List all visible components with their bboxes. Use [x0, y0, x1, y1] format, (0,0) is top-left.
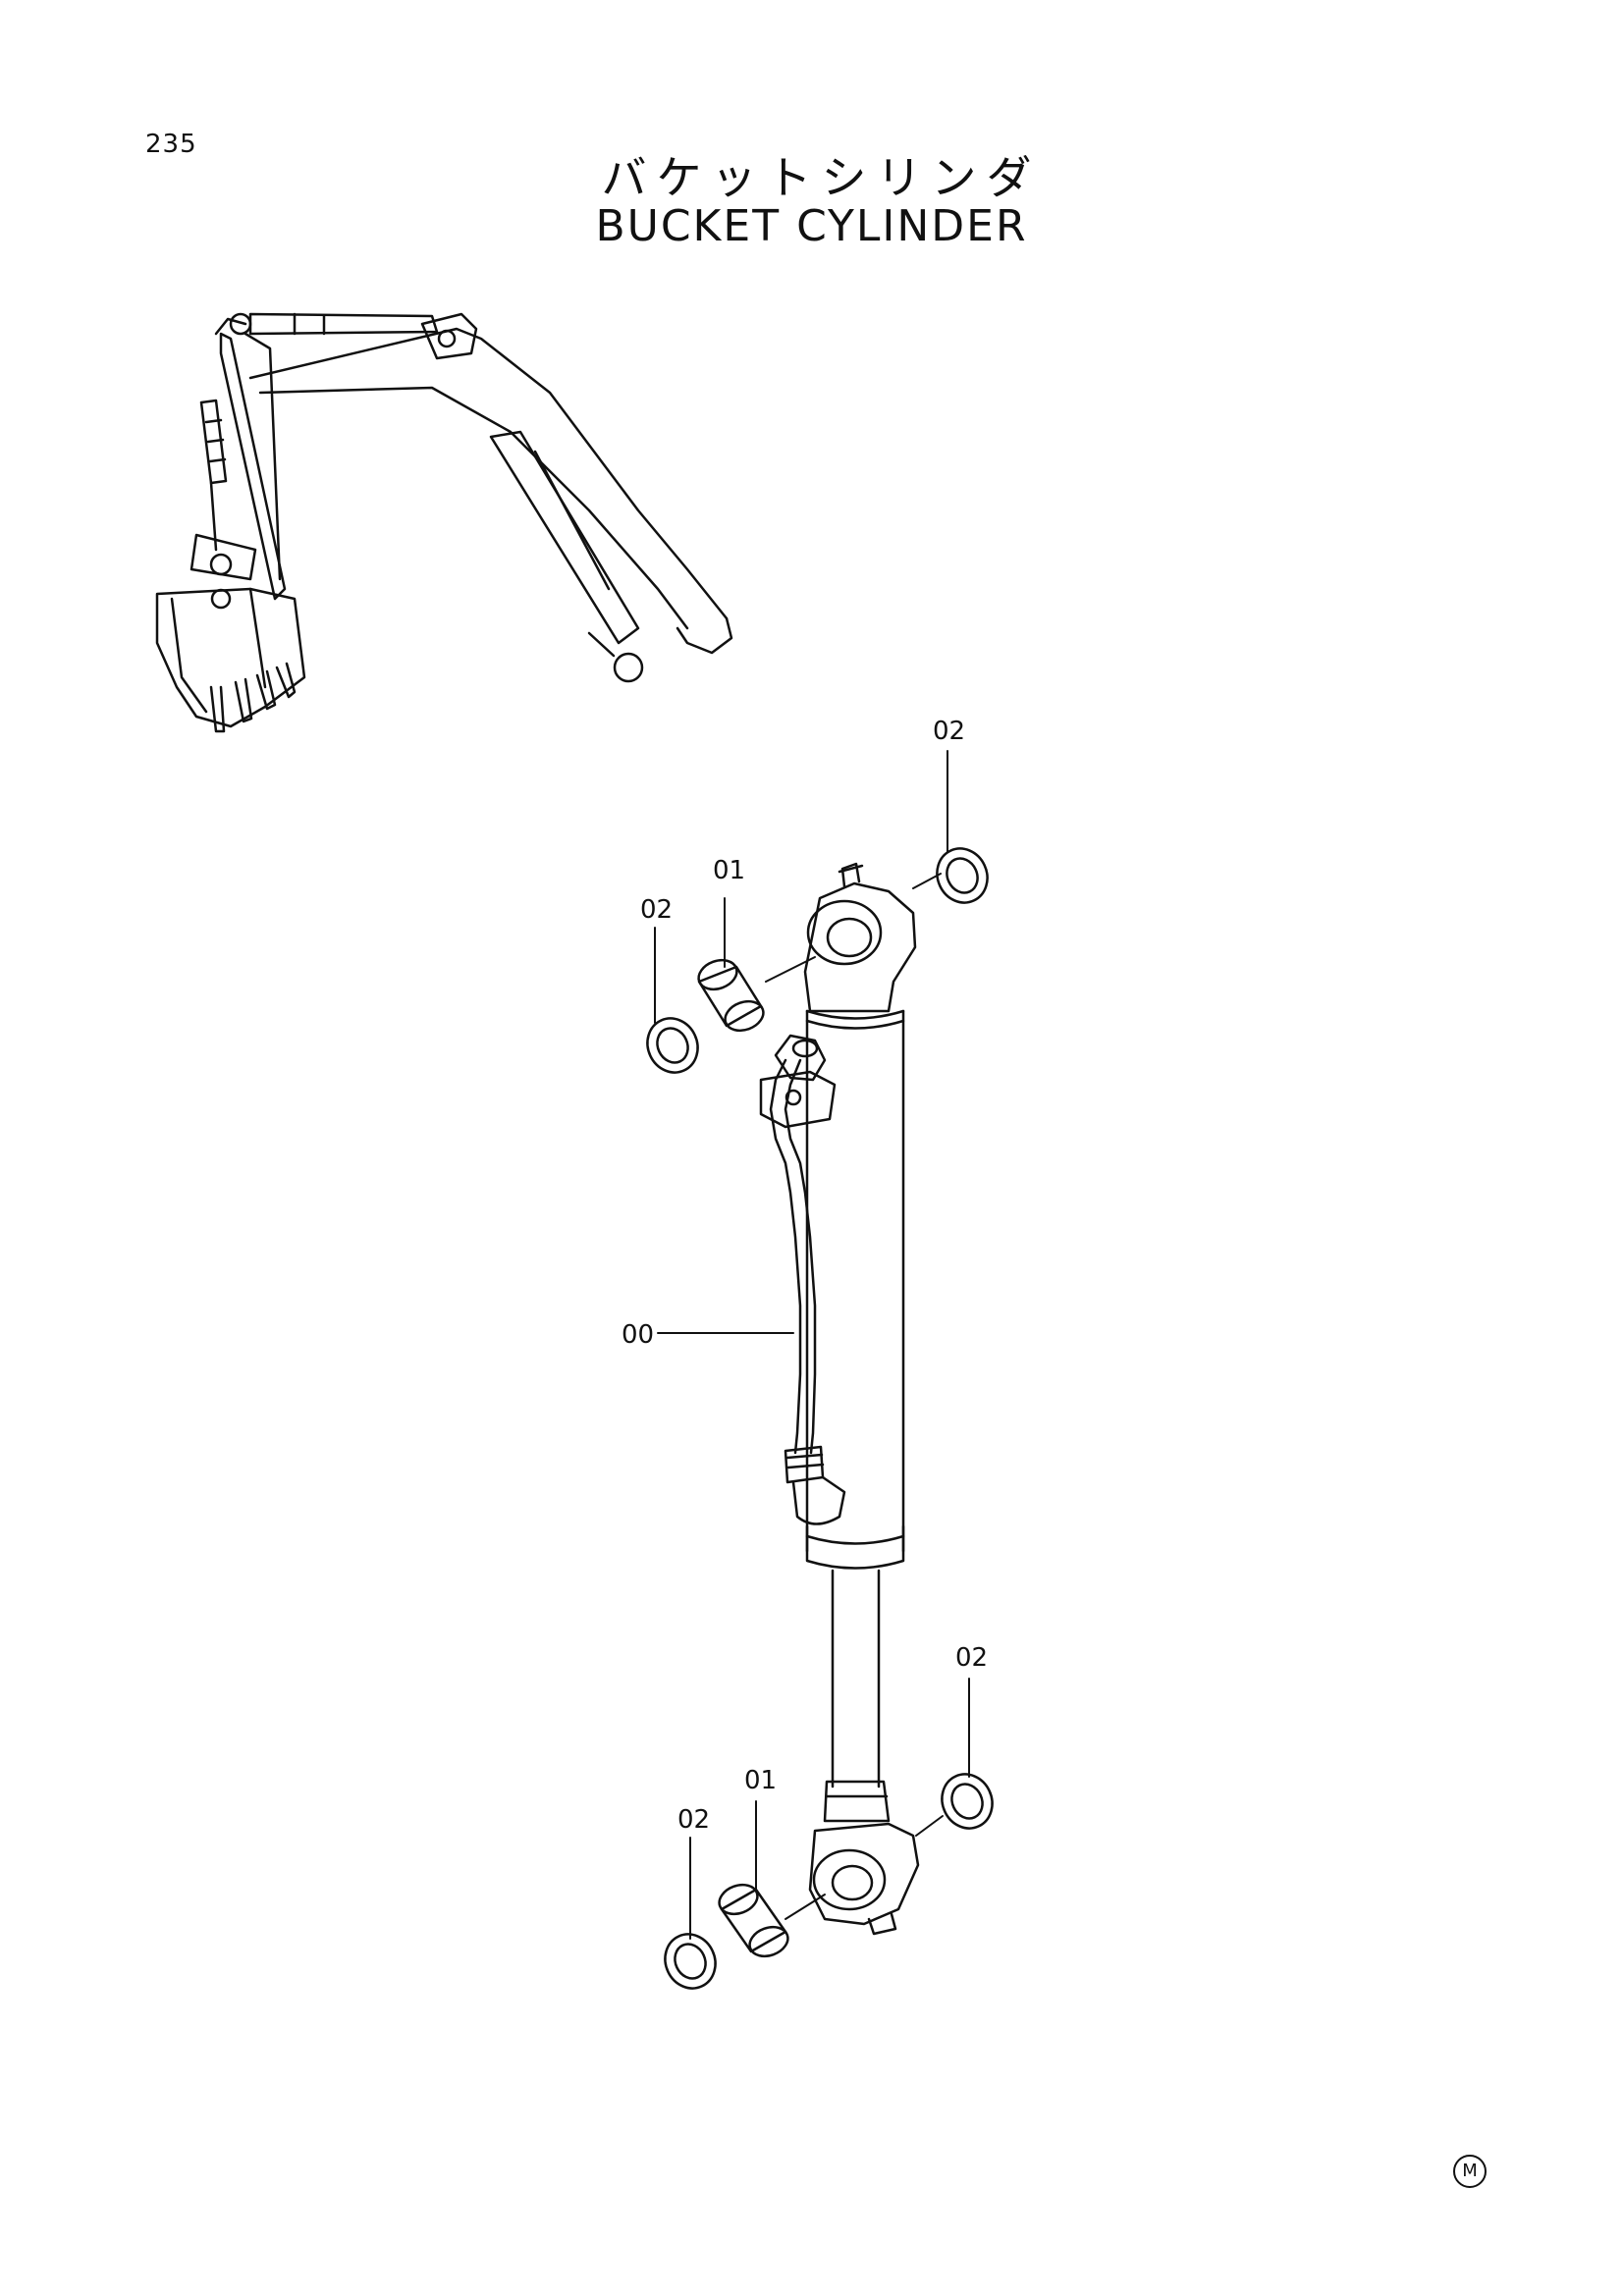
leader-lines	[654, 750, 970, 1940]
callout-top-seal-right: 02	[933, 717, 965, 746]
callout-labels: 00 01 02 02 01 02 02	[622, 717, 988, 1835]
page-number: 235	[145, 130, 197, 159]
page-title-english: BUCKET CYLINDER	[595, 201, 1028, 251]
m-mark-symbol: M	[1453, 2155, 1487, 2188]
callout-bottom-bushing: 01	[744, 1766, 777, 1795]
callout-top-seal-left: 02	[640, 895, 673, 925]
hydraulic-pipe	[769, 1058, 802, 1455]
callout-top-bushing: 01	[713, 856, 745, 885]
bucket-cylinder-assembly	[646, 847, 994, 1990]
excavator-arm-illustration	[155, 312, 733, 733]
callout-bottom-seal-right: 02	[955, 1643, 988, 1673]
callout-bottom-seal-left: 02	[677, 1805, 710, 1835]
page-title-japanese: バケットシリンダ	[601, 151, 1042, 204]
callout-hose: 00	[622, 1320, 654, 1350]
